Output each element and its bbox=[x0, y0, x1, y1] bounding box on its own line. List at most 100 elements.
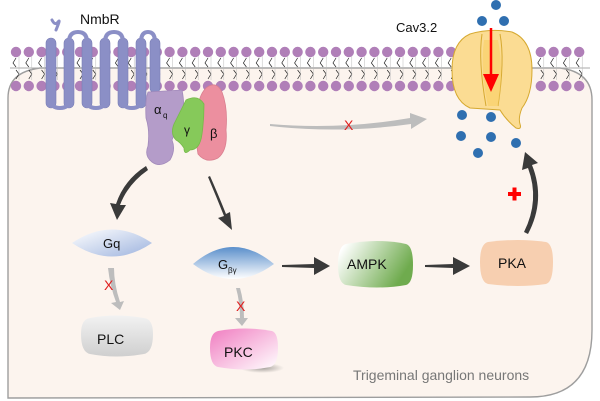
calcium-ion bbox=[473, 148, 483, 158]
lipid-head bbox=[343, 80, 354, 92]
gq-label: Gq bbox=[103, 236, 120, 251]
lipid-head bbox=[164, 80, 175, 92]
lipid-head bbox=[10, 80, 22, 92]
lipid-head bbox=[190, 46, 201, 58]
lipid-head bbox=[305, 46, 316, 58]
inhibited-arrow-to-plc: X bbox=[104, 268, 124, 310]
lipid-head bbox=[190, 80, 201, 92]
arrow-to-ampk bbox=[282, 257, 330, 275]
node-gq: Gq bbox=[72, 229, 152, 257]
cell-label: Trigeminal ganglion neurons bbox=[353, 367, 529, 383]
inhibit-mark: X bbox=[344, 117, 354, 133]
gbg-sub-label: βγ bbox=[228, 266, 237, 275]
lipid-head bbox=[292, 46, 303, 58]
lipid-head bbox=[164, 46, 175, 58]
lipid-head bbox=[254, 80, 265, 92]
alpha-label: α bbox=[154, 102, 162, 117]
lipid-head bbox=[241, 46, 252, 58]
node-pka: PKA bbox=[480, 240, 553, 286]
activation-arrows bbox=[110, 152, 539, 275]
lipid-head bbox=[574, 80, 585, 92]
lipid-head bbox=[535, 46, 546, 58]
inhibit-mark: X bbox=[104, 277, 114, 293]
lipid-head bbox=[202, 46, 214, 58]
lipid-head bbox=[126, 80, 137, 92]
lipid-head bbox=[228, 80, 239, 92]
lipid-head bbox=[369, 46, 380, 58]
lipid-head bbox=[318, 80, 329, 92]
lipid-head bbox=[279, 80, 290, 92]
lipid-head bbox=[407, 80, 418, 92]
lipid-head bbox=[330, 46, 342, 58]
ampk-label: AMPK bbox=[347, 256, 387, 272]
receptor-label: NmbR bbox=[80, 11, 120, 27]
lipid-head bbox=[356, 46, 367, 58]
lipid-head bbox=[23, 80, 34, 92]
lipid-head bbox=[433, 80, 444, 92]
lipid-head bbox=[330, 80, 342, 92]
lipid-head bbox=[254, 46, 265, 58]
activate-mark bbox=[508, 187, 521, 201]
lipid-head bbox=[266, 46, 278, 58]
lipid-head bbox=[561, 80, 572, 92]
lipid-head bbox=[420, 46, 431, 58]
lipid-head bbox=[407, 46, 418, 58]
lipid-head bbox=[382, 46, 393, 58]
calcium-ion bbox=[499, 16, 509, 26]
nmbr-receptor: NmbR bbox=[45, 11, 161, 111]
lipid-head bbox=[574, 46, 585, 58]
inhibit-mark: X bbox=[236, 298, 246, 314]
lipid-head bbox=[535, 80, 546, 92]
cav32-channel: Cav3.2 bbox=[396, 20, 533, 129]
lipid-head bbox=[369, 80, 380, 92]
calcium-ion bbox=[486, 132, 496, 142]
calcium-ion bbox=[511, 138, 521, 148]
lipid-head bbox=[177, 80, 188, 92]
arrow-to-pka bbox=[425, 257, 470, 275]
gamma-subunit bbox=[172, 97, 205, 153]
pkc-label: PKC bbox=[224, 344, 253, 360]
lipid-head bbox=[126, 46, 137, 58]
calcium-ion bbox=[477, 16, 487, 26]
lipid-head bbox=[177, 46, 188, 58]
node-ampk: AMPK bbox=[338, 241, 413, 288]
lipid-head bbox=[241, 80, 252, 92]
arrow-to-gbg bbox=[208, 176, 232, 230]
calcium-ion bbox=[456, 131, 466, 141]
lipid-head bbox=[266, 80, 278, 92]
arrow-to-gq bbox=[110, 166, 148, 220]
lipid-head bbox=[23, 46, 34, 58]
beta-label: β bbox=[210, 126, 217, 141]
lipid-head bbox=[356, 80, 367, 92]
alpha-sub-label: q bbox=[163, 111, 167, 120]
lipid-head bbox=[394, 80, 406, 92]
node-plc: PLC bbox=[81, 315, 153, 357]
gbg-label: G bbox=[218, 257, 228, 272]
inhibited-arrow-to-pkc: X bbox=[235, 288, 248, 326]
arrow-pka-to-channel bbox=[522, 152, 539, 234]
lipid-head bbox=[343, 46, 354, 58]
lipid-head bbox=[36, 46, 47, 58]
lipid-head bbox=[548, 46, 559, 58]
node-pkc: PKC bbox=[210, 328, 284, 373]
lipid-head bbox=[382, 80, 393, 92]
g-protein-complex: α q γ β bbox=[145, 84, 227, 165]
calcium-ion bbox=[457, 110, 467, 120]
lipid-head bbox=[215, 46, 226, 58]
lipid-head bbox=[228, 46, 239, 58]
lipid-head bbox=[561, 46, 572, 58]
lipid-head bbox=[318, 46, 329, 58]
lipid-head bbox=[305, 80, 316, 92]
lipid-head bbox=[279, 46, 290, 58]
lipid-head bbox=[548, 80, 559, 92]
node-gbeta-gamma: G βγ bbox=[193, 247, 274, 279]
lipid-head bbox=[292, 80, 303, 92]
plc-label: PLC bbox=[97, 331, 124, 347]
calcium-ion bbox=[486, 112, 496, 122]
lipid-head bbox=[36, 80, 47, 92]
channel-label: Cav3.2 bbox=[396, 20, 437, 35]
lipid-head bbox=[420, 80, 431, 92]
lipid-head bbox=[394, 46, 406, 58]
